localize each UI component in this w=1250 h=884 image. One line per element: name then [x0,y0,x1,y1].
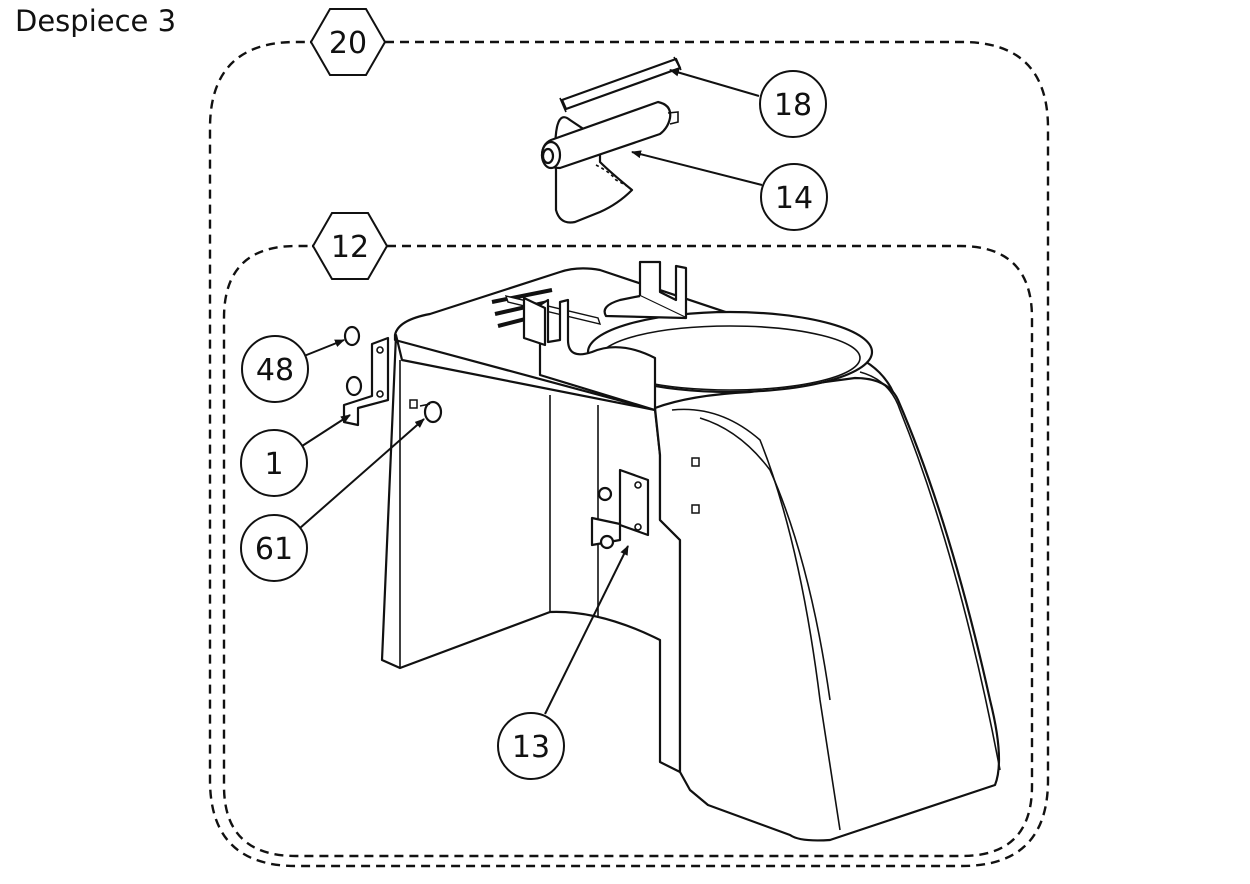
leader-48 [303,339,345,357]
part-13-bracket [590,468,650,550]
balloon-13: 13 [497,712,565,780]
part-48-nut [343,325,363,397]
leader-13 [544,545,629,715]
balloon-61-text: 61 [255,532,293,567]
balloon-1-text: 1 [264,447,283,482]
assembly-12-boundary [222,244,1034,858]
part-61-screw [419,400,443,424]
leader-61 [299,418,425,529]
leader-14 [631,150,763,186]
leader-18 [669,68,760,97]
balloon-61: 61 [240,514,308,582]
part-14-roller-assembly [540,100,679,224]
balloon-48-text: 48 [256,353,294,388]
balloon-48: 48 [241,335,309,403]
assembly-label-12: 12 [311,212,389,280]
balloon-18: 18 [759,70,827,138]
assembly-label-20-text: 20 [329,26,367,61]
part-18-rod [559,56,682,113]
balloon-14: 14 [760,163,828,231]
part-12-housing [380,260,1001,842]
assembly-label-12-text: 12 [331,230,369,265]
assembly-label-20: 20 [309,8,387,76]
balloon-18-text: 18 [774,88,812,123]
part-1-bracket [342,336,390,427]
balloon-13-text: 13 [512,730,550,765]
balloon-14-text: 14 [775,181,813,216]
diagram-title: Despiece 3 [15,4,177,38]
balloon-1: 1 [240,429,308,497]
leader-1 [298,414,351,449]
